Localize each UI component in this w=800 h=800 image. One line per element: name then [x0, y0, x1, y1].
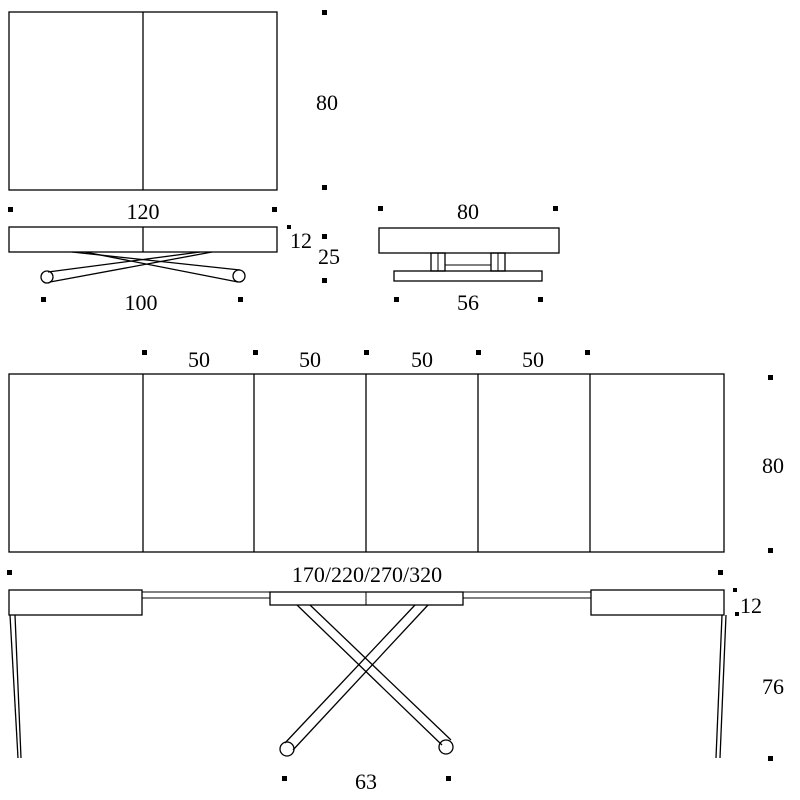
dimension-marker [733, 588, 737, 592]
end-view-base [393, 270, 543, 282]
side-end-leg-right-a [715, 614, 723, 759]
side-end-leg-left-b [14, 614, 22, 759]
compact-leg-left-upper [47, 251, 201, 273]
dimension-marker [322, 278, 327, 283]
side-end-leg-right-b [719, 614, 727, 759]
side-cross-leg-a-edge2 [309, 604, 452, 741]
compact-height-label: 25 [318, 244, 340, 269]
dimension-marker [553, 206, 558, 211]
side-end-leg-left-a [9, 614, 19, 759]
compact-leg-foot-left [40, 270, 54, 284]
dimension-marker [768, 756, 773, 761]
dimension-marker [538, 297, 543, 302]
leaf-1-width-label: 50 [188, 347, 210, 372]
side-cross-foot-right [438, 739, 454, 755]
dimension-marker [8, 207, 13, 212]
extended-height-label: 76 [762, 674, 784, 699]
dimension-marker [364, 350, 369, 355]
compact-top-thickness-label: 12 [290, 228, 312, 253]
extended-length-label: 170/220/270/320 [292, 562, 442, 587]
compact-side-view: 12 25 100 [8, 225, 340, 315]
extended-top-view: 50 50 50 50 80 170/220/270/320 [7, 347, 784, 587]
dimension-marker [7, 570, 12, 575]
side-end-section-right [590, 589, 725, 616]
extended-side-view: 12 76 63 [8, 588, 784, 794]
side-cross-leg-a-edge1 [296, 604, 443, 746]
dimension-marker [446, 776, 451, 781]
dimension-marker [238, 297, 243, 302]
leaf-2-width-label: 50 [299, 347, 321, 372]
dimension-marker [272, 207, 277, 212]
compact-end-view: 80 56 [378, 199, 560, 315]
side-cross-leg-b-edge2 [292, 604, 429, 751]
dimension-marker [253, 350, 258, 355]
compact-width-label: 120 [127, 199, 160, 224]
compact-leg-left-lower [49, 251, 213, 283]
dimension-marker [287, 225, 291, 229]
dimension-marker [735, 612, 739, 616]
dimension-marker [378, 206, 383, 211]
dimension-marker [476, 350, 481, 355]
side-cross-foot-left [279, 741, 295, 757]
dimension-marker [718, 570, 723, 575]
side-cross-leg-b-edge1 [284, 604, 416, 744]
compact-leg-right-lower [84, 251, 239, 283]
dimension-marker [394, 297, 399, 302]
compact-depth-label: 80 [316, 90, 338, 115]
end-view-tabletop [378, 227, 560, 254]
end-base-label: 56 [457, 290, 479, 315]
extended-depth-label: 80 [762, 453, 784, 478]
extended-leg-span-label: 63 [355, 769, 377, 794]
dimension-marker [41, 297, 46, 302]
compact-top-view: 80 120 [8, 10, 338, 224]
dimension-marker [322, 234, 327, 239]
dimension-marker [282, 776, 287, 781]
extended-top-thickness-label: 12 [740, 593, 762, 618]
dimension-marker [322, 10, 327, 15]
dimension-marker [768, 548, 773, 553]
leaf-4-width-label: 50 [522, 347, 544, 372]
dimension-marker [322, 185, 327, 190]
leaf-3-width-label: 50 [411, 347, 433, 372]
dimension-marker [142, 350, 147, 355]
end-depth-label: 80 [457, 199, 479, 224]
compact-leg-foot-right [232, 269, 246, 283]
compact-leg-span-label: 100 [125, 290, 158, 315]
side-end-section-left [8, 589, 143, 616]
dimension-marker [585, 350, 590, 355]
dimension-marker [768, 375, 773, 380]
